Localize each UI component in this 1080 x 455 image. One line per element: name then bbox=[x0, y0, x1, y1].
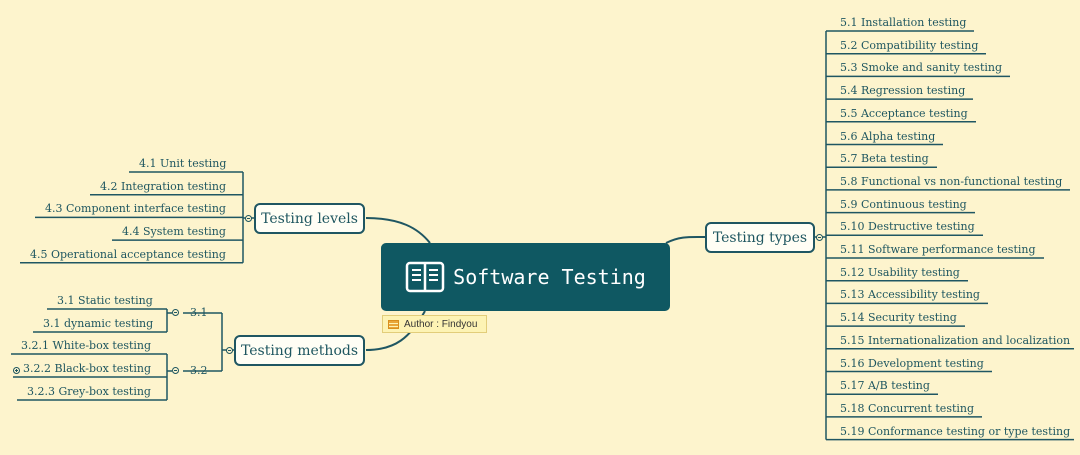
leaf-testing-level[interactable]: 4.2 Integration testing bbox=[100, 179, 226, 193]
leaf-testing-type[interactable]: 5.14 Security testing bbox=[840, 311, 957, 325]
leaf-testing-type[interactable]: 5.6 Alpha testing bbox=[840, 129, 936, 143]
topic-testing-methods-label: Testing methods bbox=[240, 342, 359, 359]
leaf-testing-type[interactable]: 5.19 Conformance testing or type testing bbox=[840, 424, 1071, 438]
leaf-testing-type[interactable]: 5.5 Acceptance testing bbox=[840, 106, 968, 120]
leaf-testing-level[interactable]: 4.5 Operational acceptance testing bbox=[30, 247, 226, 261]
root-topic[interactable]: Software Testing bbox=[381, 243, 670, 311]
expand-black-box-icon[interactable] bbox=[13, 367, 20, 374]
leaf-testing-type[interactable]: 5.10 Destructive testing bbox=[840, 220, 975, 234]
book-icon bbox=[405, 261, 445, 293]
leaf-testing-level[interactable]: 4.1 Unit testing bbox=[139, 157, 227, 170]
collapse-testing-types-icon[interactable] bbox=[816, 234, 823, 241]
leaf-testing-method[interactable]: 3.2.3 Grey-box testing bbox=[27, 385, 151, 398]
note-icon bbox=[388, 319, 399, 329]
topic-testing-types[interactable]: Testing types bbox=[705, 222, 815, 253]
leaf-testing-type[interactable]: 5.4 Regression testing bbox=[840, 84, 966, 98]
leaf-testing-type[interactable]: 5.18 Concurrent testing bbox=[840, 401, 975, 415]
collapse-3-1-icon[interactable] bbox=[172, 309, 179, 316]
topic-testing-methods[interactable]: Testing methods bbox=[234, 335, 365, 366]
leaf-testing-method[interactable]: 3.1 Static testing bbox=[57, 294, 153, 307]
leaf-testing-method[interactable]: 3.2.1 White-box testing bbox=[21, 339, 152, 352]
leaf-testing-type[interactable]: 5.17 A/B testing bbox=[840, 379, 930, 393]
collapse-3-2-icon[interactable] bbox=[172, 367, 179, 374]
leaf-testing-type[interactable]: 5.7 Beta testing bbox=[840, 152, 929, 166]
collapse-testing-levels-icon[interactable] bbox=[245, 215, 252, 222]
author-note-text: Author : Findyou bbox=[404, 318, 478, 330]
root-title: Software Testing bbox=[453, 265, 646, 289]
leaf-testing-level[interactable]: 4.4 System testing bbox=[122, 225, 226, 239]
leaf-testing-type[interactable]: 5.16 Development testing bbox=[840, 356, 984, 370]
topic-testing-levels[interactable]: Testing levels bbox=[254, 203, 365, 234]
topic-testing-levels-label: Testing levels bbox=[261, 210, 358, 227]
leaf-testing-type[interactable]: 5.3 Smoke and sanity testing bbox=[840, 61, 1003, 75]
root-to-testing-levels bbox=[365, 217, 431, 244]
topic-testing-types-label: Testing types bbox=[712, 229, 808, 246]
leaf-testing-type[interactable]: 5.8 Functional vs non-functional testing bbox=[840, 174, 1063, 188]
root-to-testing-types bbox=[665, 235, 706, 244]
leaf-testing-type[interactable]: 5.12 Usability testing bbox=[840, 265, 960, 279]
leaf-testing-type[interactable]: 5.1 Installation testing bbox=[840, 16, 967, 29]
subtopic-3-2[interactable]: 3.2 bbox=[190, 364, 208, 377]
leaf-testing-type[interactable]: 5.11 Software performance testing bbox=[840, 243, 1036, 256]
leaf-testing-level[interactable]: 4.3 Component interface testing bbox=[45, 202, 226, 216]
leaf-testing-method[interactable]: 3.2.2 Black-box testing bbox=[23, 362, 151, 375]
leaf-testing-type[interactable]: 5.2 Compatibility testing bbox=[840, 38, 979, 52]
leaf-testing-type[interactable]: 5.13 Accessibility testing bbox=[840, 288, 980, 302]
collapse-testing-methods-icon[interactable] bbox=[226, 347, 233, 354]
author-note[interactable]: Author : Findyou bbox=[382, 315, 487, 333]
leaf-testing-method[interactable]: 3.1 dynamic testing bbox=[43, 317, 154, 330]
subtopic-3-1[interactable]: 3.1 bbox=[190, 306, 208, 319]
leaf-testing-type[interactable]: 5.15 Internationalization and localizati… bbox=[840, 333, 1071, 347]
leaf-testing-type[interactable]: 5.9 Continuous testing bbox=[840, 197, 967, 211]
